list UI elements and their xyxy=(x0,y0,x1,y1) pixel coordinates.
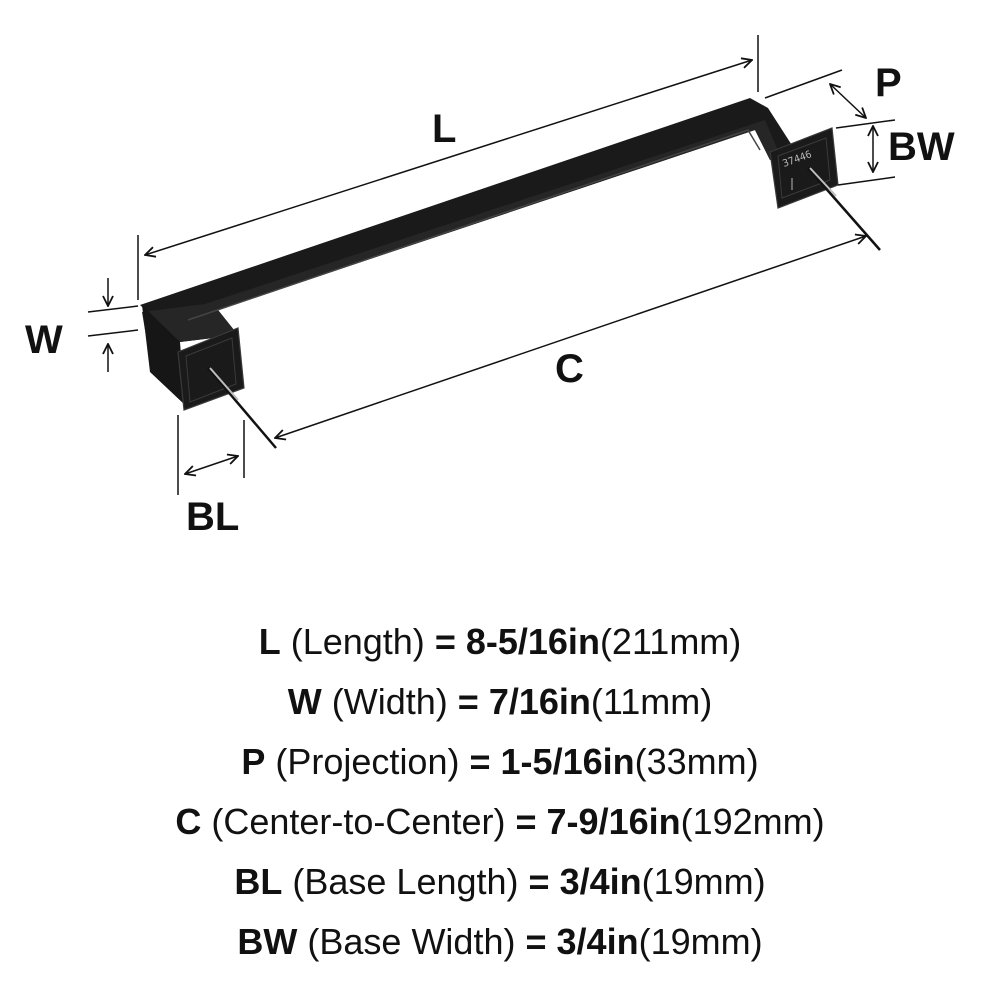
right-base-inner xyxy=(777,137,831,199)
label-P: P xyxy=(875,61,902,105)
spec-imperial: 8-5/16in xyxy=(465,621,600,662)
spec-imperial: 7/16in xyxy=(488,681,591,722)
dimension-W: W xyxy=(25,278,139,372)
spec-equals: = xyxy=(434,621,456,662)
spec-equals: = xyxy=(525,921,547,962)
spec-imperial: 3/4in xyxy=(559,861,642,902)
left-screw xyxy=(207,367,277,449)
spec-metric: (11mm) xyxy=(590,681,713,722)
spec-symbol: L xyxy=(258,621,281,662)
spec-name: (Projection) xyxy=(275,741,460,782)
spec-symbol: C xyxy=(175,801,202,842)
spec-metric: (19mm) xyxy=(641,861,766,902)
spec-row: W (Width) = 7/16in(11mm) xyxy=(0,672,1000,732)
dimension-BW: BW xyxy=(835,119,955,186)
spec-row: L (Length) = 8-5/16in(211mm) xyxy=(0,612,1000,672)
spec-metric: (192mm) xyxy=(680,801,825,842)
spec-name: (Width) xyxy=(331,681,448,722)
handle-left-post xyxy=(142,305,185,405)
spec-name: (Length) xyxy=(290,621,425,662)
spec-symbol: BL xyxy=(234,861,283,902)
spec-row: BW (Base Width) = 3/4in(19mm) xyxy=(0,912,1000,972)
spec-row: BL (Base Length) = 3/4in(19mm) xyxy=(0,852,1000,912)
right-screw xyxy=(807,167,881,251)
label-W: W xyxy=(25,318,63,362)
label-BW: BW xyxy=(888,125,955,169)
dimension-BL: BL xyxy=(177,415,245,539)
spec-symbol: W xyxy=(287,681,322,722)
spec-metric: (211mm) xyxy=(599,621,742,662)
dimension-P: P xyxy=(764,61,902,118)
spec-metric: (33mm) xyxy=(634,741,759,782)
spec-name: (Center-to-Center) xyxy=(211,801,506,842)
left-base-inner xyxy=(185,337,237,403)
spec-row: C (Center-to-Center) = 7-9/16in(192mm) xyxy=(0,792,1000,852)
spec-imperial: 3/4in xyxy=(556,921,639,962)
dimension-C: C xyxy=(275,236,866,438)
spec-imperial: 7-9/16in xyxy=(546,801,681,842)
dimension-L: L xyxy=(137,35,759,300)
spec-equals: = xyxy=(457,681,479,722)
label-C: C xyxy=(555,347,584,391)
handle-bevel-line xyxy=(187,129,761,321)
spec-equals: = xyxy=(469,741,491,782)
spec-symbol: BW xyxy=(237,921,298,962)
label-BL: BL xyxy=(186,495,239,539)
spec-metric: (19mm) xyxy=(638,921,763,962)
handle-dimension-diagram: 37446 L C W P BW xyxy=(25,35,955,539)
spec-name: (Base Length) xyxy=(292,861,519,902)
spec-name: (Base Width) xyxy=(307,921,516,962)
spec-row: P (Projection) = 1-5/16in(33mm) xyxy=(0,732,1000,792)
spec-equals: = xyxy=(515,801,537,842)
spec-symbol: P xyxy=(241,741,266,782)
spec-equals: = xyxy=(528,861,550,902)
spec-imperial: 1-5/16in xyxy=(500,741,635,782)
label-L: L xyxy=(432,107,456,151)
dimension-spec-list: L (Length) = 8-5/16in(211mm)W (Width) = … xyxy=(0,612,1000,972)
